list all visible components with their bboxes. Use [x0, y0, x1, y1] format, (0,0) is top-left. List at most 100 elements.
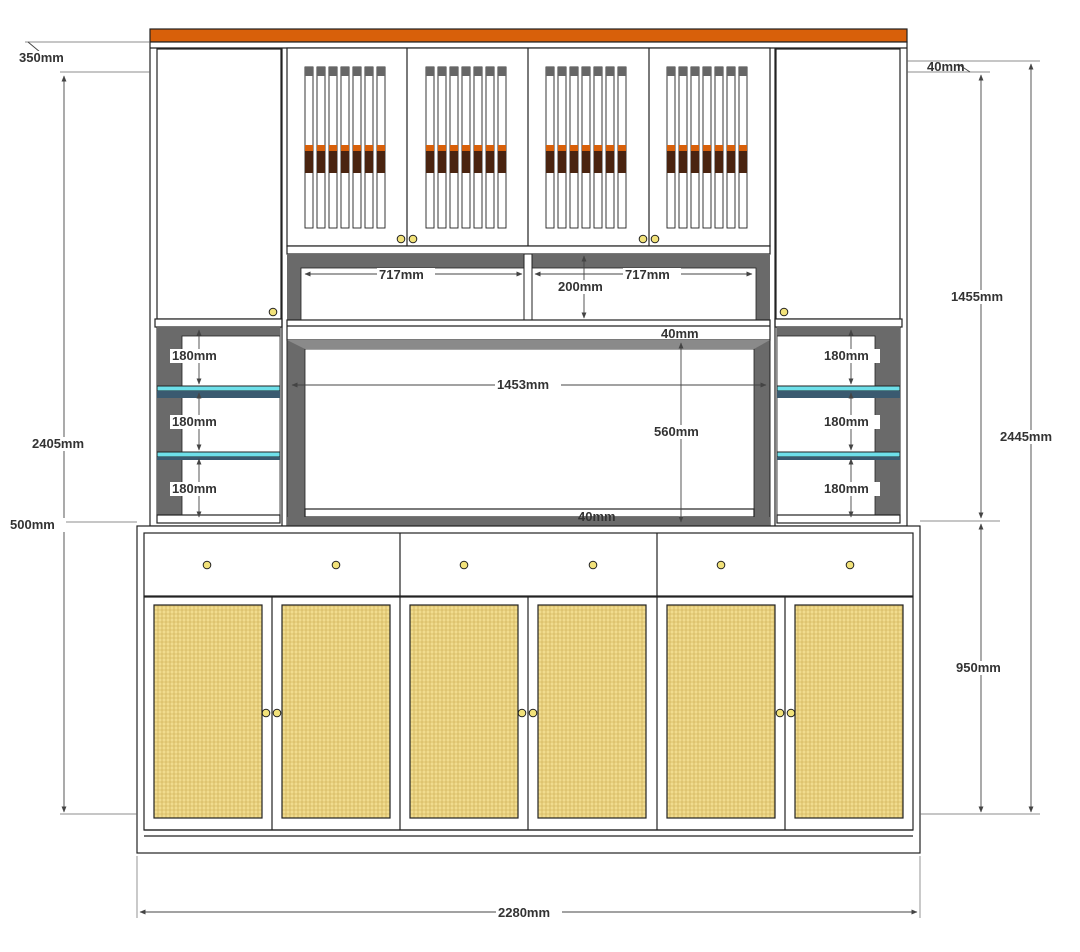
drawers	[202, 560, 855, 570]
slat-band-orange	[546, 145, 554, 151]
slat-band-brown	[594, 151, 602, 173]
slat-band-orange	[727, 145, 735, 151]
slat-band-orange	[594, 145, 602, 151]
slat-band-orange	[450, 145, 458, 151]
dim-counter-thickness: 40mm	[578, 509, 616, 524]
right-upper-door	[775, 48, 901, 320]
slat-cap	[546, 67, 554, 76]
dim-shelf-gap-right-3: 180mm	[824, 481, 869, 496]
dim-lower-section-height: 950mm	[956, 660, 1001, 675]
slat-band-brown	[305, 151, 313, 173]
slat-band-brown	[365, 151, 373, 173]
door-knob	[786, 708, 796, 718]
slat-band-orange	[498, 145, 506, 151]
slat-band-brown	[618, 151, 626, 173]
slat-band-brown	[727, 151, 735, 173]
slat-band-orange	[474, 145, 482, 151]
slat-band-orange	[558, 145, 566, 151]
slat-band-orange	[667, 145, 675, 151]
slat-band-brown	[462, 151, 470, 173]
left-door-knob	[268, 307, 278, 317]
slat-band-brown	[486, 151, 494, 173]
slat-cap	[558, 67, 566, 76]
slat-band-brown	[498, 151, 506, 173]
left-upper-door	[156, 48, 282, 320]
slat-band-orange	[715, 145, 723, 151]
dim-tv-opening-height: 560mm	[654, 424, 699, 439]
glass-door-slats	[304, 66, 748, 229]
slat-band-brown	[558, 151, 566, 173]
slat-band-orange	[679, 145, 687, 151]
slat-cap	[377, 67, 385, 76]
dim-shelf-gap-left-1: 180mm	[172, 348, 217, 363]
slat-band-brown	[317, 151, 325, 173]
slat-band-orange	[377, 145, 385, 151]
slat-cap	[570, 67, 578, 76]
slat-cap	[486, 67, 494, 76]
slat-band-brown	[691, 151, 699, 173]
slat-band-orange	[618, 145, 626, 151]
top-board	[149, 28, 908, 43]
slat-band-brown	[329, 151, 337, 173]
slat-cap	[727, 67, 735, 76]
slat-band-brown	[570, 151, 578, 173]
glass-door-knob	[408, 234, 418, 244]
dim-top-thickness: 40mm	[927, 59, 965, 74]
slat-band-brown	[679, 151, 687, 173]
dim-upper-total-height: 2405mm	[32, 436, 84, 451]
dim-niche-height: 200mm	[558, 279, 603, 294]
door-knob	[261, 708, 271, 718]
glass-door-knob	[650, 234, 660, 244]
slat-band-brown	[353, 151, 361, 173]
slat-band-orange	[570, 145, 578, 151]
slat-cap	[739, 67, 747, 76]
slat-band-brown	[715, 151, 723, 173]
lower-cabinet	[136, 525, 921, 854]
door-knob	[517, 708, 527, 718]
slat-cap	[606, 67, 614, 76]
slat-band-brown	[341, 151, 349, 173]
dimension-labels: 350mm 2405mm 500mm 40mm 1455mm 2445mm 95…	[8, 50, 1064, 920]
drawer-knob	[845, 560, 855, 570]
door-knob	[528, 708, 538, 718]
slat-cap	[667, 67, 675, 76]
slat-cap	[618, 67, 626, 76]
slat-band-orange	[606, 145, 614, 151]
door-knob	[775, 708, 785, 718]
glass-door-knob	[396, 234, 406, 244]
glass-shelf	[156, 385, 281, 392]
glass-door-knob	[638, 234, 648, 244]
slat-band-orange	[582, 145, 590, 151]
slat-band-brown	[546, 151, 554, 173]
slat-band-brown	[667, 151, 675, 173]
slat-cap	[462, 67, 470, 76]
dim-shelf-gap-left-3: 180mm	[172, 481, 217, 496]
slat-cap	[474, 67, 482, 76]
drawer-knob	[588, 560, 598, 570]
slat-cap	[353, 67, 361, 76]
cane-panel	[153, 604, 263, 819]
cane-panel	[409, 604, 519, 819]
dim-tv-opening-width: 1453mm	[497, 377, 549, 392]
slat-band-brown	[582, 151, 590, 173]
slat-cap	[582, 67, 590, 76]
glass-doors	[286, 47, 771, 247]
slat-band-orange	[341, 145, 349, 151]
slat-cap	[329, 67, 337, 76]
slat-band-orange	[703, 145, 711, 151]
slat-band-brown	[703, 151, 711, 173]
slat-band-brown	[438, 151, 446, 173]
cane-doors	[143, 596, 914, 831]
slat-band-orange	[329, 145, 337, 151]
slat-cap	[703, 67, 711, 76]
slat-cap	[715, 67, 723, 76]
slat-band-orange	[365, 145, 373, 151]
slat-band-orange	[305, 145, 313, 151]
dim-overall-width: 2280mm	[498, 905, 550, 920]
slat-cap	[498, 67, 506, 76]
slat-cap	[679, 67, 687, 76]
slat-band-brown	[739, 151, 747, 173]
dim-overall-height: 2445mm	[1000, 429, 1052, 444]
dim-upper-section-height: 1455mm	[951, 289, 1003, 304]
slat-band-brown	[377, 151, 385, 173]
